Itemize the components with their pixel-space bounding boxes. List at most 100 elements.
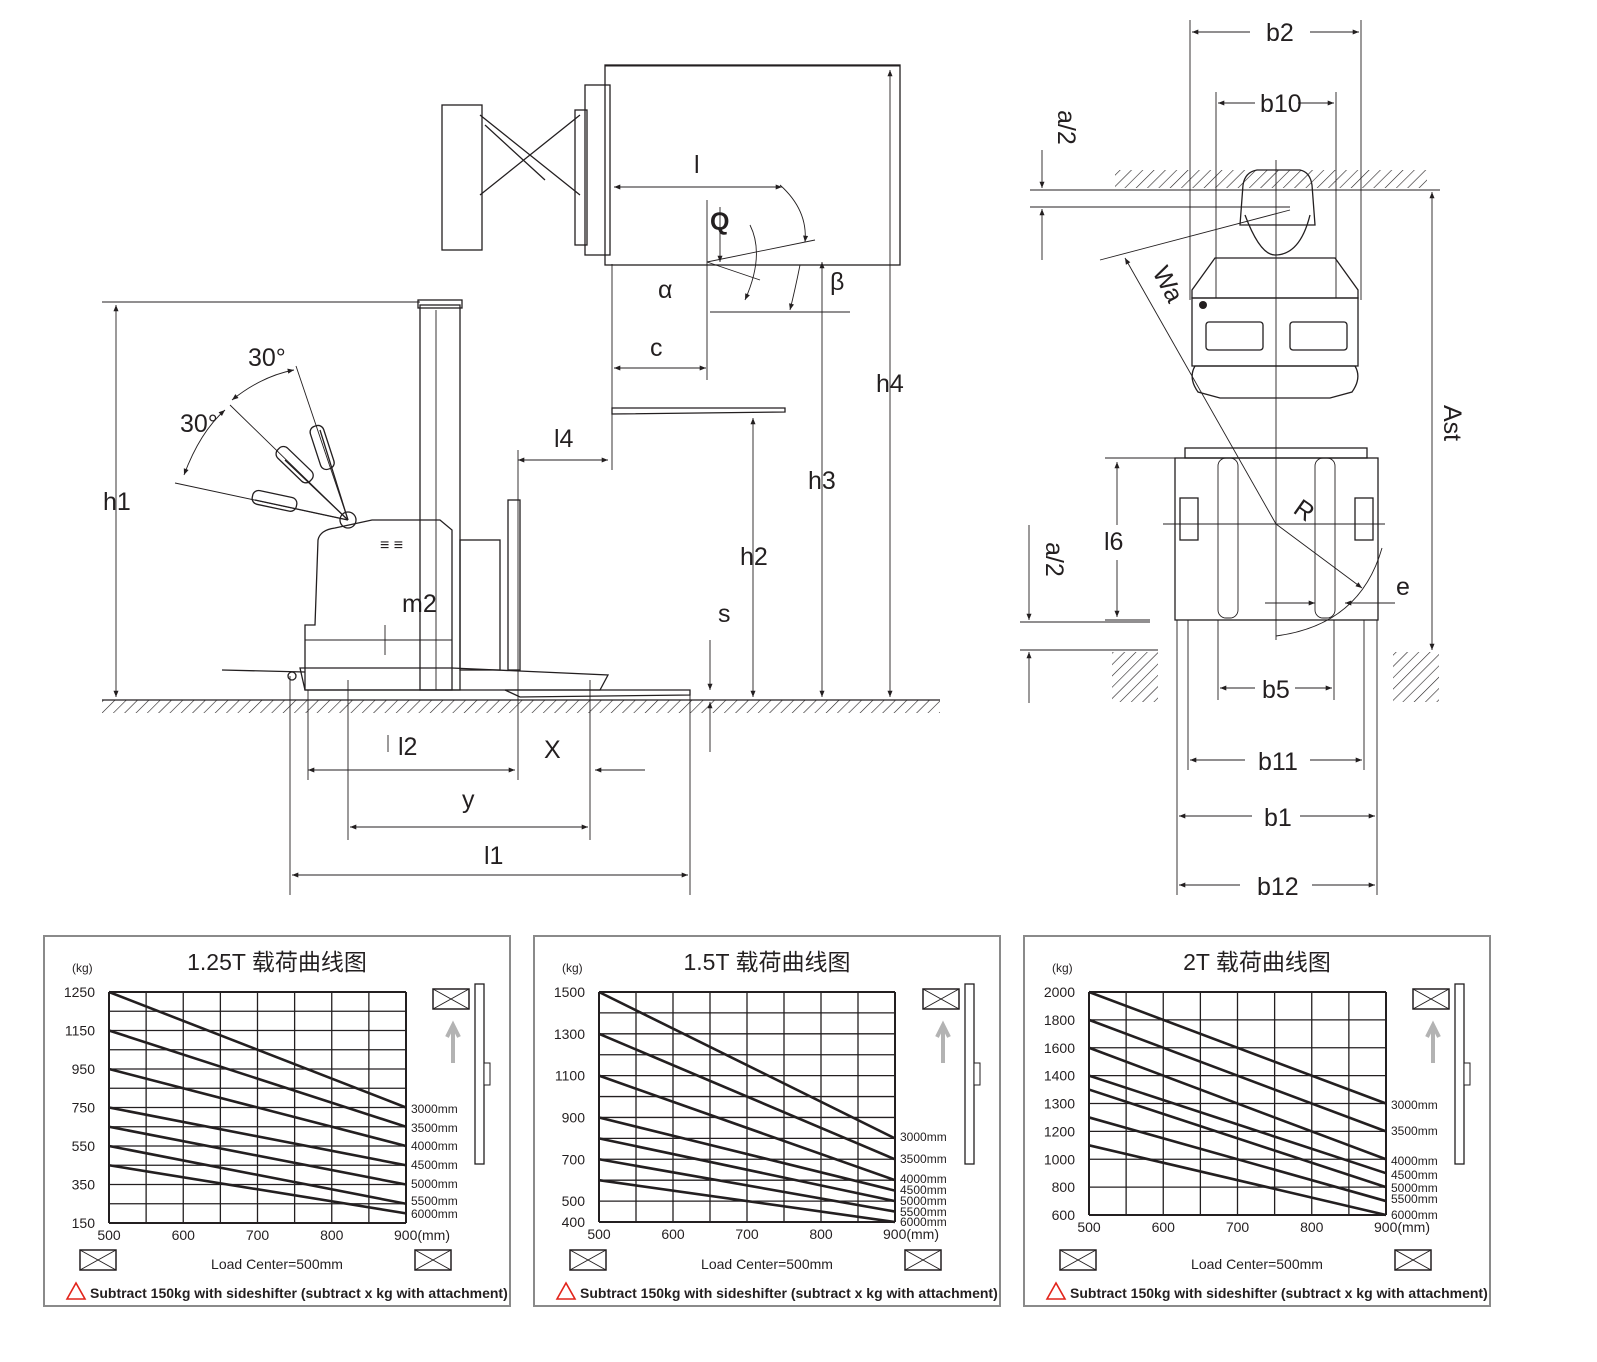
y-tick-label: 1300 [1044,1096,1075,1112]
series-line-3500mm [598,1032,896,1161]
chart-title: 1.5T 载荷曲线图 [684,949,851,975]
label-e: e [1396,573,1410,601]
series-label: 6000mm [900,1215,947,1229]
series-line-5000mm [598,1137,896,1203]
crate-icon-bottom-right [1394,1249,1432,1271]
x-tick-label: 600 [1152,1219,1176,1235]
label-b10: b10 [1260,90,1302,118]
label-c: c [650,334,663,362]
y-tick-label: 1400 [1044,1068,1075,1084]
series-label: 5500mm [1391,1192,1438,1206]
crate-icon-bottom-right [904,1249,942,1271]
side-view: ≡ ≡ [102,64,940,895]
label-m2: m2 [402,590,437,618]
series-label: 3500mm [411,1121,458,1135]
series-line-5000mm [108,1125,407,1186]
series-label: 4000mm [1391,1154,1438,1168]
label-l1: l1 [484,842,503,870]
y-tick-label: 1000 [1044,1151,1075,1167]
x-tick-label: 700 [735,1226,759,1242]
chart-title: 2T 载荷曲线图 [1183,949,1331,975]
crate-icon-top [922,988,960,1010]
crate-icon-bottom-left [79,1249,117,1271]
y-tick-label: 2000 [1044,984,1075,1000]
label-b5: b5 [1262,676,1290,704]
series-label: 4500mm [1391,1168,1438,1182]
series-line-3500mm [1088,1018,1387,1133]
x-tick-label: 800 [320,1227,344,1243]
label-Wa: Wa [1147,262,1189,308]
label-b11: b11 [1258,748,1298,776]
series-line-5000mm [1088,1088,1387,1189]
chart-title: 1.25T 载荷曲线图 [187,949,367,975]
truck-hood [1191,257,1359,299]
carriage-pictogram [483,1062,491,1086]
y-tick-label: 1300 [554,1026,585,1042]
label-alpha: α [658,276,672,304]
label-Q: Q [710,208,729,236]
label-l: l [694,151,700,179]
tiller-pivot [339,511,357,529]
y-unit-label: (kg) [72,961,93,975]
label-h4: h4 [876,370,904,398]
mast-pictogram [474,983,485,1165]
y-tick-label: 800 [1052,1179,1076,1195]
label-h2: h2 [740,543,768,571]
series-line-3000mm [598,990,896,1140]
y-unit-label: (kg) [1052,961,1073,975]
truck-body [304,519,453,691]
warning-icon [555,1281,577,1300]
mast [419,304,461,691]
series-line-6000mm [1088,1144,1387,1217]
load-center-label: Load Center=500mm [1191,1256,1323,1272]
load-center-label: Load Center=500mm [701,1256,833,1272]
label-angle-upper: 30° [248,344,286,372]
series-label: 3500mm [1391,1124,1438,1138]
dimension-drawing: ≡ ≡ [102,19,1466,901]
mast-pictogram [1454,983,1465,1165]
y-tick-label: 1800 [1044,1012,1075,1028]
y-tick-label: 550 [72,1138,96,1154]
series-line-3000mm [108,990,407,1109]
mast-pictogram [964,983,975,1165]
y-tick-label: 950 [72,1061,96,1077]
crate-icon-bottom-left [1059,1249,1097,1271]
series-line-5500mm [598,1157,896,1213]
x-tick-label: 900(mm) [394,1227,450,1243]
series-label: 3000mm [411,1102,458,1116]
aisle-wall-top [1115,170,1427,188]
x-tick-label: 700 [246,1227,270,1243]
series-line-3500mm [108,1029,407,1128]
x-tick-label: 600 [172,1227,196,1243]
aisle-wall-right [1393,652,1439,702]
series-line-4500mm [108,1106,407,1167]
operator-platform [441,104,483,251]
label-x: X [544,736,561,764]
series-line-6000mm [598,1178,896,1224]
x-tick-label: 800 [1300,1219,1324,1235]
aisle-wall-left [1112,652,1158,702]
series-label: 4000mm [900,1172,947,1186]
series-label: 6000mm [411,1207,458,1221]
series-line-4500mm [1088,1074,1387,1175]
label-l6: l6 [1104,528,1123,556]
series-line-6000mm [108,1163,407,1215]
y-tick-label: 750 [72,1100,96,1116]
label-beta: β [830,268,844,296]
svg-text:≡ ≡: ≡ ≡ [380,537,403,554]
label-y: y [462,786,475,814]
y-tick-label: 600 [1052,1207,1076,1223]
sideshifter-note: Subtract 150kg with sideshifter (subtrac… [580,1285,998,1301]
label-Ast: Ast [1438,405,1466,441]
crate-icon-bottom-left [569,1249,607,1271]
series-label: 3000mm [900,1130,947,1144]
label-a2-top: a/2 [1052,110,1080,145]
label-h3: h3 [808,467,836,495]
series-label: 4000mm [411,1139,458,1153]
x-tick-label: 500 [1077,1219,1101,1235]
series-label: 6000mm [1391,1208,1438,1222]
x-tick-label: 900(mm) [883,1226,939,1242]
series-line-4500mm [598,1116,896,1192]
